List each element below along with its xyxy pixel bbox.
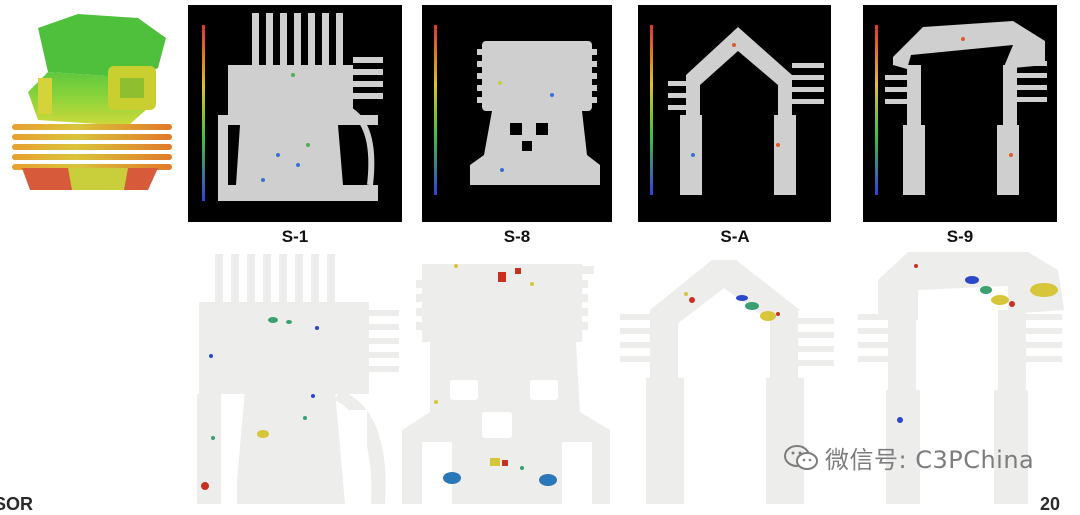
- panel-caption-s1: S-1: [281, 227, 309, 246]
- porosity-map-sa: [620, 260, 834, 504]
- panel-caption-sa: S-A: [720, 227, 750, 246]
- panel-caption-s8: S-8: [503, 227, 531, 246]
- ct-panel-sa: [638, 5, 831, 222]
- watermark-text: 微信号: C3PChina: [825, 446, 1035, 474]
- page-number: 20: [1040, 494, 1061, 514]
- ct-panel-s9: [863, 5, 1057, 222]
- corner-logo: SOR: [0, 494, 34, 514]
- cylinder-3d-model: [12, 14, 172, 190]
- wechat-icon: [784, 444, 818, 470]
- porosity-map-s9: [858, 252, 1064, 504]
- ct-panel-s8: [422, 5, 612, 222]
- ct-panel-s1: [188, 5, 402, 222]
- porosity-map-s1: [197, 254, 399, 504]
- panel-caption-s9: S-9: [946, 227, 974, 246]
- porosity-map-s8: [402, 264, 610, 504]
- wechat-watermark: 微信号: C3PChina: [783, 440, 1034, 475]
